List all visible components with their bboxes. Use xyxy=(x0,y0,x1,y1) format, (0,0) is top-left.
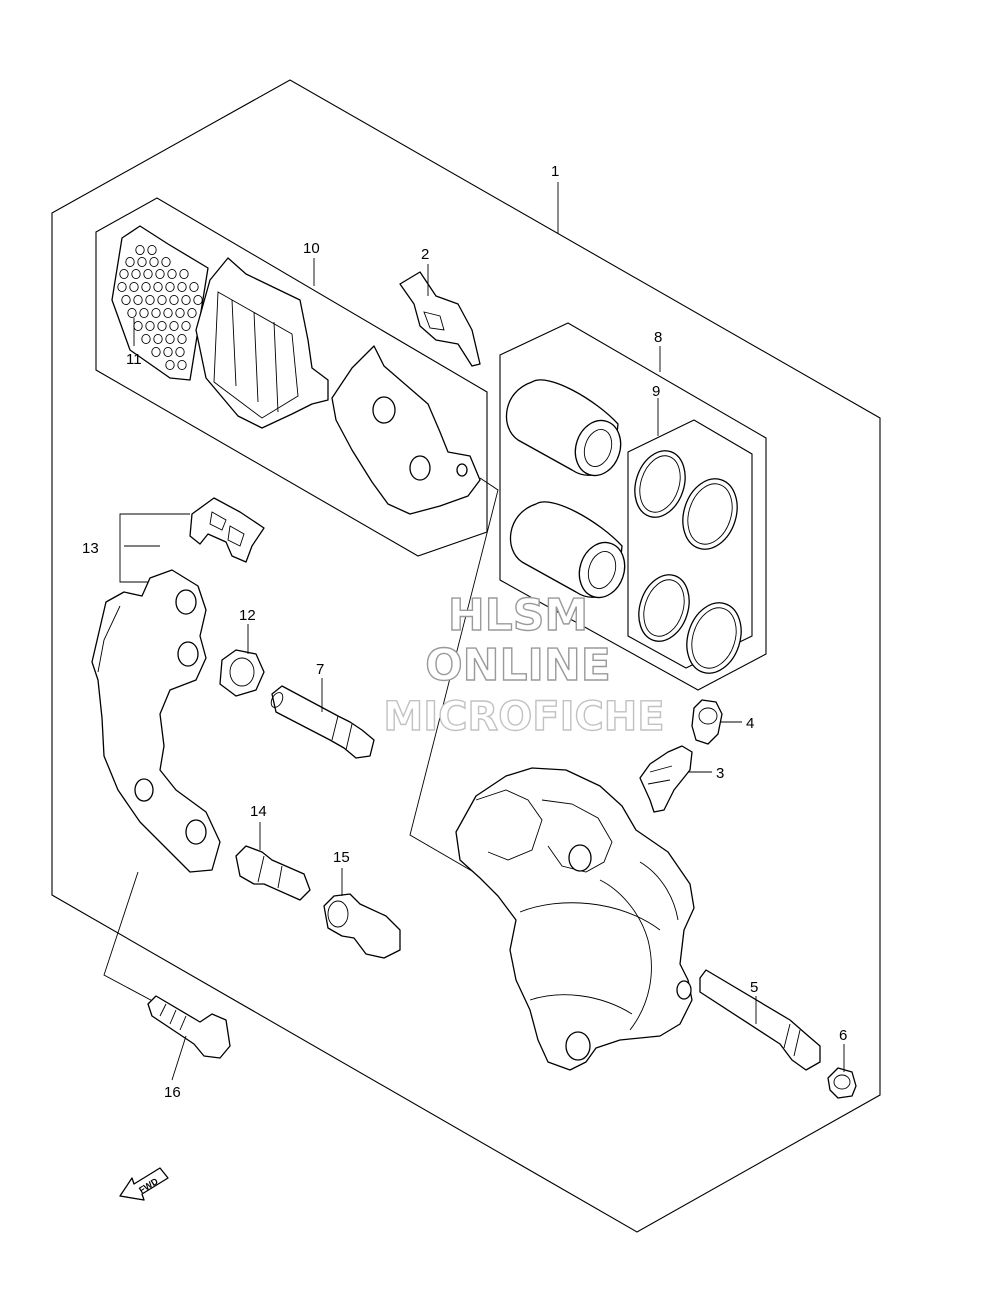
pad-spring xyxy=(399,271,481,367)
callout-2: 2 xyxy=(421,246,429,263)
slide-boot xyxy=(219,649,265,697)
caliper-bracket xyxy=(91,569,221,873)
piston-lower xyxy=(509,501,626,599)
shim-hole xyxy=(141,281,151,293)
callout-6: 6 xyxy=(839,1027,847,1044)
shim-hole xyxy=(157,294,167,306)
callout-8: 8 xyxy=(654,329,662,346)
watermark: HLSM ONLINE MICROFICHE xyxy=(383,589,666,740)
shim-hole xyxy=(165,333,175,345)
callout-14: 14 xyxy=(250,803,267,820)
callout-11: 11 xyxy=(126,351,142,368)
shim-hole xyxy=(193,294,203,306)
callout-5: 5 xyxy=(750,979,758,996)
shim-hole xyxy=(153,281,163,293)
shim-hole xyxy=(179,268,189,280)
shim-hole xyxy=(119,268,129,280)
callout-13: 13 xyxy=(82,540,99,557)
shim-hole xyxy=(187,307,197,319)
brake-pad-back xyxy=(331,345,481,515)
brake-pad-front xyxy=(195,257,329,429)
piston-set-box xyxy=(499,322,767,691)
shim-hole xyxy=(163,346,173,358)
watermark-line-2: ONLINE xyxy=(425,640,611,691)
shim-hole xyxy=(181,294,191,306)
caliper-pin xyxy=(699,969,821,1071)
callout-4: 4 xyxy=(746,715,754,732)
shim-hole xyxy=(127,307,137,319)
callout-10: 10 xyxy=(303,240,320,257)
shim-hole xyxy=(181,320,191,332)
callout-12: 12 xyxy=(239,607,256,624)
shim-hole xyxy=(145,294,155,306)
callout-leaders xyxy=(119,182,845,1081)
shim-hole xyxy=(177,281,187,293)
shim-hole xyxy=(121,294,131,306)
shim-hole xyxy=(169,294,179,306)
bleeder-cap xyxy=(691,699,723,745)
watermark-line-1: HLSM xyxy=(448,590,588,641)
callout-16: 16 xyxy=(164,1084,181,1101)
shim-hole xyxy=(165,359,175,371)
shim-hole xyxy=(143,268,153,280)
bracket-clip xyxy=(189,497,265,563)
shim-hole xyxy=(189,281,199,293)
pad-shim xyxy=(111,225,209,381)
shim-hole xyxy=(133,294,143,306)
callout-7: 7 xyxy=(316,661,324,678)
shim-hole xyxy=(175,307,185,319)
shim-hole xyxy=(117,281,127,293)
shim-hole xyxy=(151,346,161,358)
shim-hole xyxy=(125,256,135,268)
shim-hole xyxy=(141,333,151,345)
callout-9: 9 xyxy=(652,383,660,400)
callout-15: 15 xyxy=(333,849,350,866)
seal-set-box xyxy=(627,419,753,669)
shim-hole xyxy=(177,359,187,371)
watermark-line-3: MICROFICHE xyxy=(383,694,664,740)
fwd-arrow-icon: FWD xyxy=(119,1167,169,1201)
bleeder-valve xyxy=(639,745,693,813)
slide-pin-upper xyxy=(270,685,375,759)
shim-hole xyxy=(167,268,177,280)
shim-hole xyxy=(157,320,167,332)
shim-hole xyxy=(175,346,185,358)
shim-hole xyxy=(163,307,173,319)
bracket-bolt-leader xyxy=(103,871,161,1006)
shim-hole xyxy=(139,307,149,319)
shim-hole xyxy=(169,320,179,332)
shim-hole xyxy=(131,268,141,280)
pad-leader-line xyxy=(409,477,499,879)
shim-hole xyxy=(137,256,147,268)
shim-hole xyxy=(129,281,139,293)
shim-hole xyxy=(153,333,163,345)
shim-hole xyxy=(149,256,159,268)
shim-hole xyxy=(161,256,171,268)
piston-upper xyxy=(505,379,622,477)
shim-hole xyxy=(151,307,161,319)
shim-hole xyxy=(147,244,157,256)
caliper-body xyxy=(455,767,695,1071)
shim-hole xyxy=(177,333,187,345)
shim-hole xyxy=(165,281,175,293)
callout-1: 1 xyxy=(551,163,559,180)
piston-seals xyxy=(634,450,742,674)
pin-bolt xyxy=(235,845,311,901)
pin-cap xyxy=(827,1067,857,1099)
caliper-assembly-outline xyxy=(51,79,881,1233)
callout-3: 3 xyxy=(716,765,724,782)
shim-hole xyxy=(145,320,155,332)
shim-hole xyxy=(135,244,145,256)
shim-hole xyxy=(155,268,165,280)
slide-pin-lower xyxy=(323,893,401,959)
bracket-bolt xyxy=(147,995,231,1059)
